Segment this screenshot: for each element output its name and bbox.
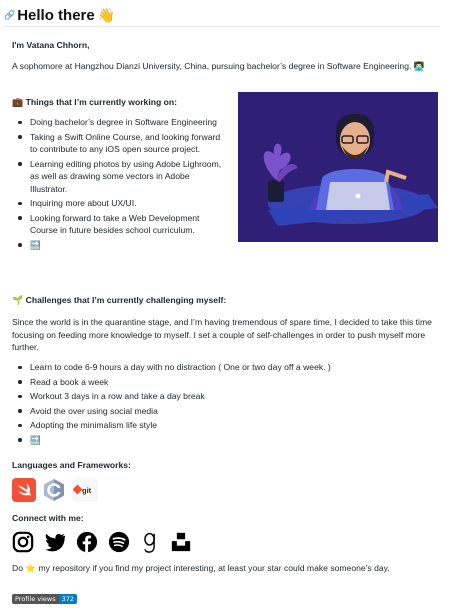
- technologist-emoji: 👨🏻‍💻: [413, 61, 425, 71]
- list-item: Inquiring more about UX/UI.: [12, 197, 226, 210]
- list-item: 🔜: [12, 239, 226, 252]
- name-line: I'm Vatana Chhorn,: [12, 40, 90, 50]
- list-item: Learn to code 6-9 hours a day with no di…: [12, 361, 432, 374]
- page-title: 🔗 Hello there 👋: [4, 4, 440, 27]
- star-icon: ⭐: [25, 563, 37, 573]
- spotify-icon[interactable]: [108, 531, 130, 553]
- challenges-list: Learn to code 6-9 hours a day with no di…: [12, 361, 432, 448]
- social-row: [12, 531, 192, 553]
- footer-note: Do ⭐ my repository if you find my projec…: [12, 562, 440, 575]
- goodreads-icon[interactable]: [140, 531, 160, 553]
- list-item: Read a book a week: [12, 376, 432, 389]
- facebook-icon[interactable]: [76, 531, 98, 553]
- connect-heading: Connect with me:: [12, 513, 84, 523]
- list-item: Adopting the minimalism life style: [12, 419, 432, 432]
- anchor-link-icon[interactable]: 🔗: [4, 9, 16, 20]
- list-item: Taking a Swift Online Course, and lookin…: [12, 131, 226, 156]
- bio-paragraph: A sophomore at Hangzhou Dianzi Universit…: [12, 60, 432, 73]
- instagram-icon[interactable]: [12, 531, 34, 553]
- list-item: Doing bachelor’s degree in Software Engi…: [12, 116, 226, 129]
- git-icon[interactable]: git: [72, 478, 98, 502]
- svg-text:git: git: [82, 486, 92, 495]
- profile-views-badge: Profile views 372: [12, 594, 78, 604]
- languages-heading: Languages and Frameworks:: [12, 460, 131, 470]
- swift-icon[interactable]: [12, 478, 36, 502]
- unsplash-icon[interactable]: [170, 531, 192, 553]
- challenges-heading: 🌱 Challenges that I’m currently challeng…: [12, 295, 226, 306]
- working-heading: 💼 Things that I’m currently working on:: [12, 97, 177, 108]
- list-item: Learning editing photos by using Adobe L…: [12, 158, 226, 196]
- badge-count: 372: [58, 594, 78, 604]
- bio-text: A sophomore at Hangzhou Dianzi Universit…: [12, 61, 412, 71]
- list-item: Avoid the over using social media: [12, 405, 432, 418]
- challenges-heading-text: Challenges that I’m currently challengin…: [25, 295, 227, 305]
- title-text: Hello there: [17, 6, 95, 24]
- developer-illustration: [238, 92, 438, 242]
- challenges-paragraph: Since the world is in the quarantine sta…: [12, 317, 432, 352]
- footer-pre: Do: [12, 563, 23, 573]
- badge-label: Profile views: [12, 594, 59, 604]
- working-list: Doing bachelor’s degree in Software Engi…: [12, 116, 226, 253]
- wave-emoji: 👋: [97, 6, 116, 23]
- seedling-icon: 🌱: [12, 295, 24, 305]
- c-icon[interactable]: [42, 478, 66, 502]
- footer-post: my repository if you find my project int…: [38, 563, 390, 573]
- languages-row: git: [12, 478, 98, 502]
- briefcase-icon: 💼: [12, 97, 24, 107]
- list-item: Workout 3 days in a row and take a day b…: [12, 390, 432, 403]
- twitter-icon[interactable]: [44, 531, 66, 553]
- working-heading-text: Things that I’m currently working on:: [25, 97, 177, 107]
- list-item: Looking forward to take a Web Developmen…: [12, 212, 226, 237]
- list-item: 🔜: [12, 434, 432, 447]
